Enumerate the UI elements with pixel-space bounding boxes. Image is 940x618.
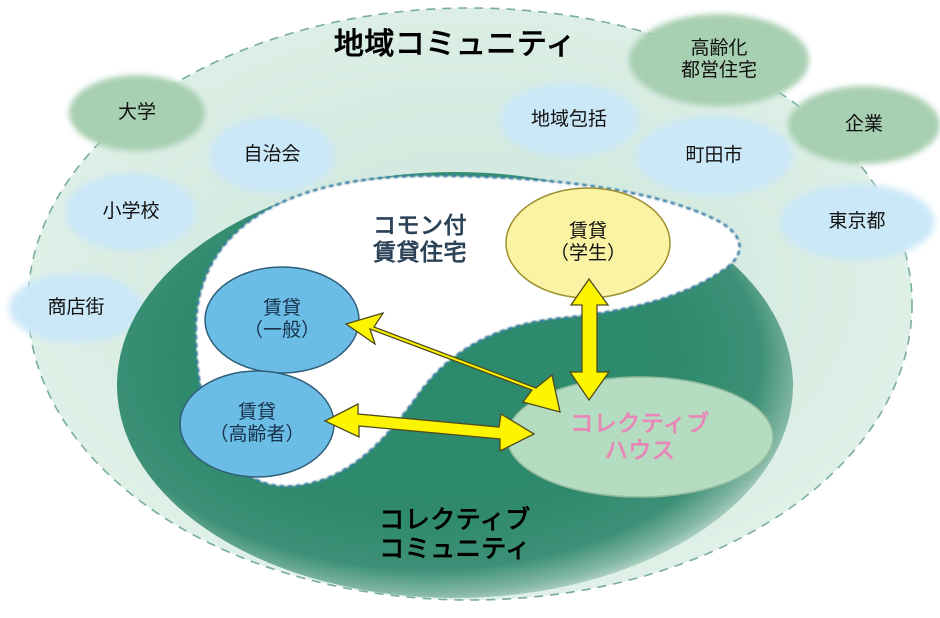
satellite-shape-university bbox=[69, 75, 205, 151]
satellite-shape-elementary-school bbox=[65, 173, 197, 251]
node-shape-rental-general[interactable] bbox=[204, 266, 360, 374]
satellite-shapes bbox=[9, 14, 940, 343]
arrow-general-to-house[interactable] bbox=[344, 311, 561, 413]
satellite-shape-neighborhood-assoc bbox=[209, 117, 335, 193]
satellite-shape-regional-care bbox=[499, 83, 639, 157]
arrow-elderly-to-house[interactable] bbox=[323, 402, 536, 453]
satellite-shape-company bbox=[788, 86, 940, 164]
arrow-student-to-house[interactable] bbox=[568, 277, 611, 402]
satellite-shape-machida-city bbox=[635, 116, 793, 196]
connection-arrows bbox=[323, 277, 611, 453]
satellite-shape-shopping-street bbox=[9, 273, 143, 343]
node-shape-rental-elderly[interactable] bbox=[179, 370, 335, 478]
satellite-shape-aging-public-housing bbox=[629, 14, 809, 106]
satellite-shape-tokyo-metro bbox=[779, 184, 935, 260]
